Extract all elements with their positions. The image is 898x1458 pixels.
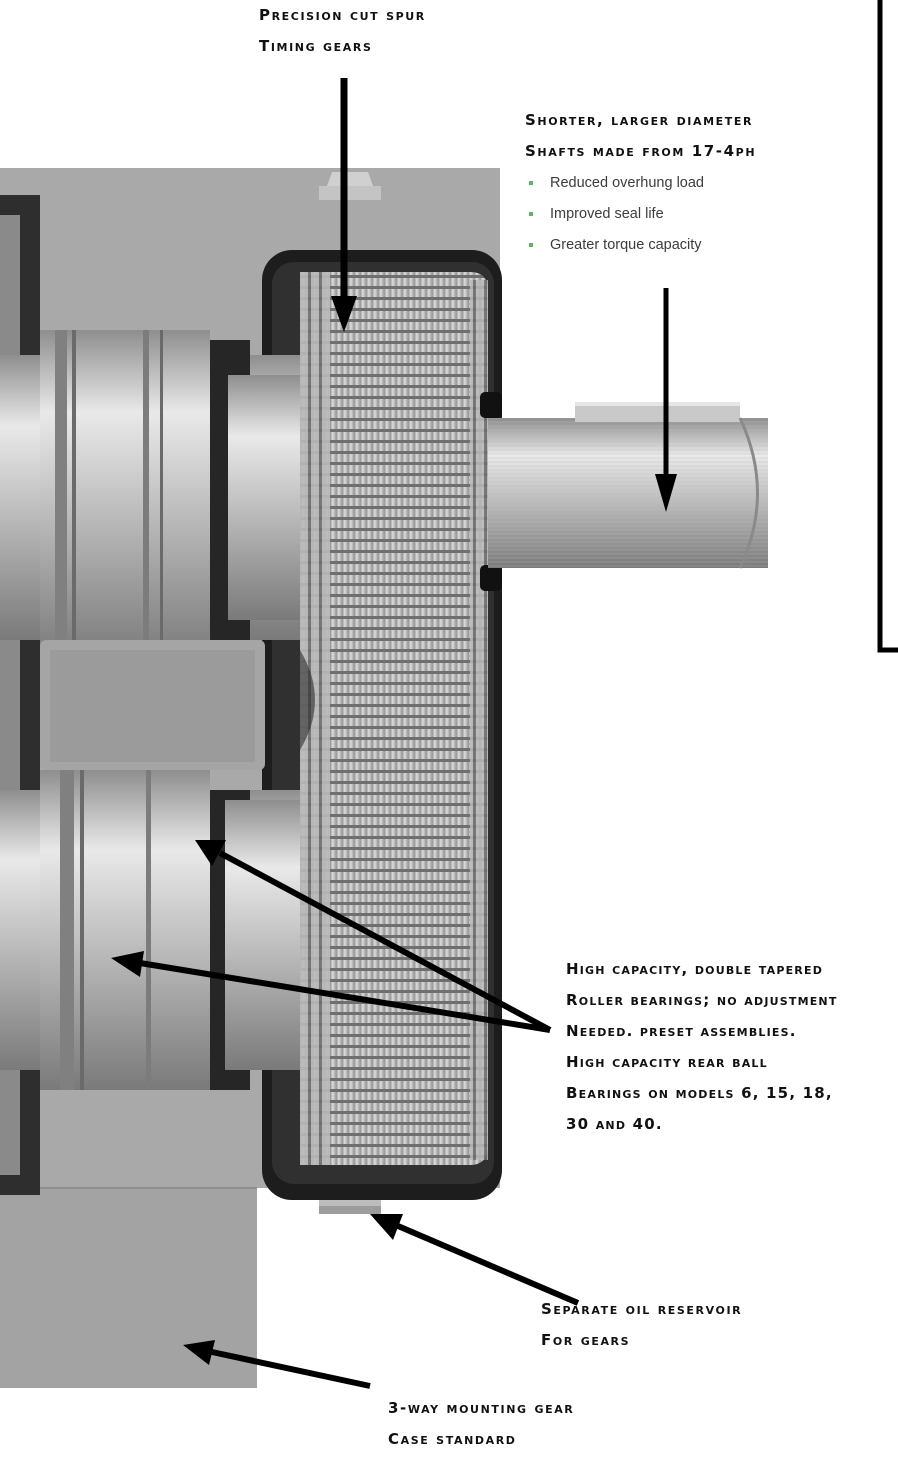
callout-line: Separate oil reservoir [541, 1300, 743, 1318]
arrow-shaft [655, 288, 677, 512]
callout-line: Shorter, larger diameter [525, 111, 754, 129]
lower-shaft [0, 640, 305, 1090]
top-plug [319, 172, 381, 200]
callout-line: High capacity, double tapered [566, 960, 824, 978]
arrow-bearing-1 [195, 840, 552, 1033]
benefit-label: Reduced overhung load [550, 175, 704, 191]
callout-line: bearings on models 6, 15, 18, [566, 1084, 833, 1102]
frame-bracket [877, 0, 898, 653]
callout-oil-reservoir: Separate oil reservoir for gears [541, 1294, 742, 1356]
arrow-bearing-2 [111, 951, 551, 1033]
callout-line: Precision cut spur [259, 6, 426, 24]
list-item: Improved seal life [527, 203, 704, 234]
callout-line: needed. Preset assemblies. [566, 1022, 797, 1040]
arrow-mounting [183, 1340, 371, 1389]
callout-line: for gears [541, 1331, 631, 1349]
drive-shaft [480, 392, 768, 591]
callout-line: 30 and 40. [566, 1115, 663, 1133]
callout-line: shafts made from 17-4PH [525, 142, 757, 160]
callout-shafts: Shorter, larger diameter shafts made fro… [525, 105, 756, 167]
callout-line: High capacity rear ball [566, 1053, 768, 1071]
arrow-timing-gears [331, 78, 357, 332]
list-item: Reduced overhung load [527, 172, 704, 203]
bullet-icon [529, 212, 533, 216]
benefit-label: Greater torque capacity [550, 237, 702, 253]
callout-line: roller bearings; no adjustment [566, 991, 838, 1009]
bullet-icon [529, 243, 533, 247]
upper-shaft [0, 330, 308, 660]
callout-line: 3-way mounting gear [388, 1399, 575, 1417]
list-item: Greater torque capacity [527, 234, 704, 265]
bullet-icon [529, 181, 533, 185]
arrow-reservoir [370, 1214, 580, 1306]
callout-bearings: High capacity, double tapered roller bea… [566, 954, 838, 1140]
callout-arrows [111, 78, 677, 1389]
shaft-benefits-list: Reduced overhung load Improved seal life… [527, 172, 704, 265]
benefit-label: Improved seal life [550, 206, 664, 222]
callout-mounting: 3-way mounting gear case standard [388, 1393, 574, 1455]
timing-gears [300, 272, 488, 1165]
callout-line: timing gears [259, 37, 373, 55]
callout-timing-gears: Precision cut spur timing gears [259, 0, 426, 62]
callout-line: case standard [388, 1430, 517, 1448]
